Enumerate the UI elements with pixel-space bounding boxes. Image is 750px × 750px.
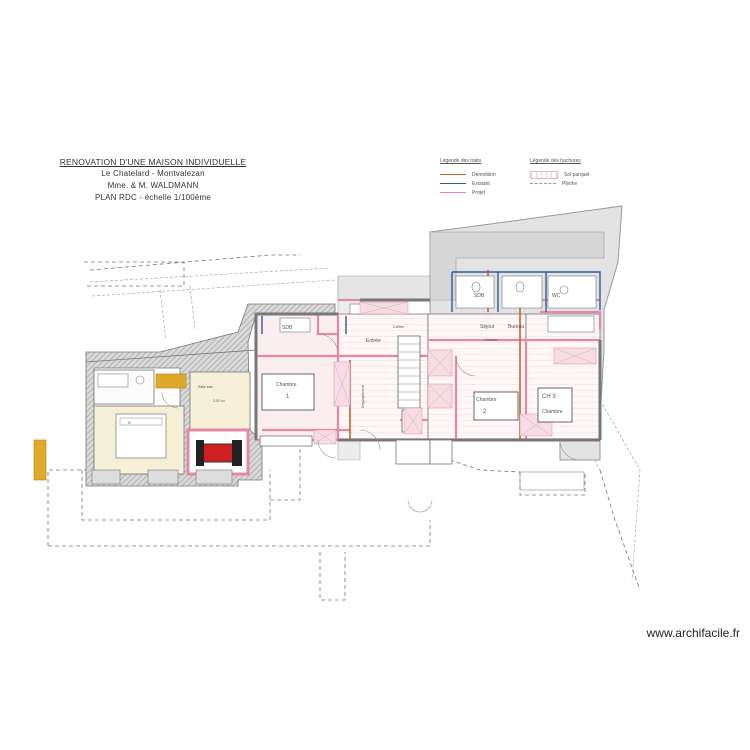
legend-item-demolition: Démolition bbox=[440, 170, 496, 179]
legend-item-existing: Existant bbox=[440, 179, 496, 188]
label-annexe-small: Salle eau bbox=[198, 385, 213, 389]
yellow-marker bbox=[33, 439, 47, 481]
existing-swatch bbox=[440, 183, 466, 184]
bathroom-fixtures bbox=[279, 275, 597, 333]
cabinet-crosses bbox=[313, 301, 597, 491]
existing-walls bbox=[261, 271, 601, 334]
legend-label: Sol parquet bbox=[564, 171, 590, 178]
title-block: RENOVATION D'UNE MAISON INDIVIDUELLE Le … bbox=[48, 156, 258, 204]
label-sdb-2: SDB bbox=[474, 293, 485, 299]
label-cuisine: Cuisine bbox=[484, 337, 498, 342]
project-swatch bbox=[440, 192, 466, 193]
appliance-block bbox=[155, 373, 187, 389]
project-title: RENOVATION D'UNE MAISON INDIVIDUELLE bbox=[59, 157, 247, 167]
legend-item-parquet: Sol parquet bbox=[530, 170, 590, 179]
terrain-lines bbox=[89, 267, 641, 581]
annex-bathroom bbox=[93, 369, 155, 405]
legend-lines-heading: Légende des traits bbox=[440, 158, 482, 164]
legend-label: Plinthe bbox=[562, 180, 578, 187]
project-location: Le Chatelard - Montvalezan bbox=[101, 169, 205, 178]
room-labels: SDB Cellier Chambre 1 Entrée Dégagement … bbox=[198, 293, 563, 415]
label-chambre-2-num: 2 bbox=[483, 409, 487, 415]
site-outline bbox=[47, 254, 641, 601]
legend-item-plinthe: Plinthe bbox=[530, 179, 590, 188]
annex-garage bbox=[186, 428, 250, 476]
legend-item-project: Projet bbox=[440, 188, 496, 197]
label-chambre-1-num: 1 bbox=[286, 394, 290, 400]
legend-hatches: Légende des hachures Sol parquet Plinthe bbox=[530, 158, 590, 188]
svg-text:3.00 m²: 3.00 m² bbox=[213, 399, 226, 403]
label-cellier: Cellier bbox=[393, 324, 405, 329]
door-swings bbox=[161, 333, 581, 513]
website-watermark: www.archifacile.fr bbox=[646, 626, 740, 640]
label-chambre-1: Chambre bbox=[276, 382, 297, 388]
annex-storage-room: 3.00 m² bbox=[189, 371, 251, 431]
legend-label: Démolition bbox=[472, 171, 496, 178]
outer-walls bbox=[254, 298, 602, 442]
label-degagement: Dégagement bbox=[360, 384, 365, 408]
room-label-boxes bbox=[261, 373, 573, 423]
label-annex-room: Chambre bbox=[542, 409, 563, 415]
svg-text:lit: lit bbox=[128, 421, 131, 425]
outbuildings bbox=[259, 435, 453, 465]
legend-label: Existant bbox=[472, 180, 490, 187]
plan-name: PLAN RDC - échelle 1/100ème bbox=[94, 193, 212, 202]
label-chambre-2: Chambre bbox=[476, 397, 497, 403]
label-entree: Entrée bbox=[366, 338, 381, 344]
label-ch3: CH 3 bbox=[542, 394, 556, 400]
label-sdb-west: SDB bbox=[282, 325, 293, 331]
project-client: Mme. & M. WALDMANN bbox=[107, 181, 199, 190]
demolition-swatch bbox=[440, 174, 466, 175]
annex-bedroom: lit bbox=[93, 405, 185, 475]
label-sejour: Séjour bbox=[480, 324, 495, 330]
label-bureau: Bureau bbox=[508, 324, 524, 330]
legend-hatches-heading: Légende des hachures bbox=[530, 158, 581, 164]
parquet-swatch bbox=[530, 170, 558, 179]
plinthe-swatch bbox=[530, 183, 556, 184]
label-wc: WC bbox=[552, 293, 561, 299]
legend-label: Projet bbox=[472, 189, 486, 196]
legend-lines: Légende des traits Démolition Existant P… bbox=[440, 158, 496, 197]
